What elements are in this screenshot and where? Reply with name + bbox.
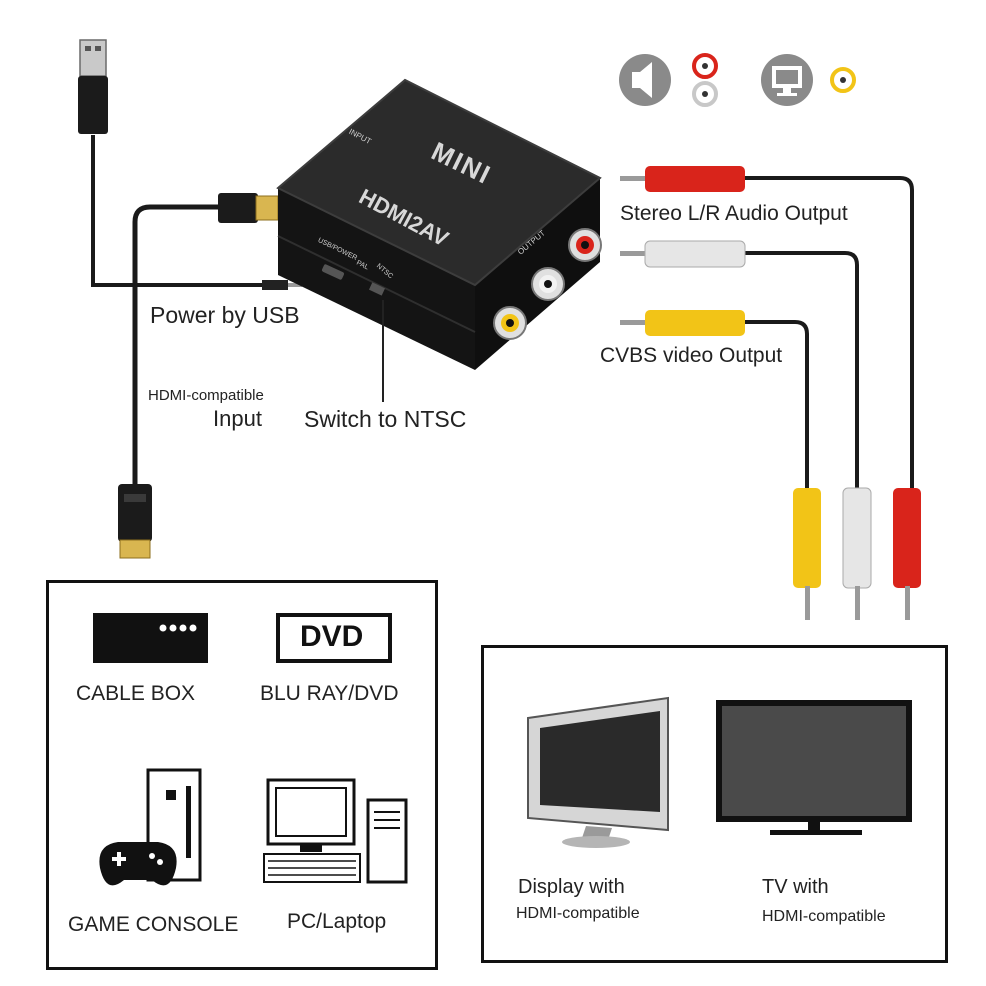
usb-plug-icon	[78, 39, 108, 134]
hdmi-plug-icon	[218, 193, 279, 223]
tv-label-line2: HDMI-compatible	[762, 908, 886, 925]
game-console-icon	[99, 768, 202, 886]
audio-jack-white-icon	[692, 81, 718, 107]
tv-label-line1: TV with	[762, 876, 829, 898]
cable-box-icon	[93, 613, 208, 663]
dvd-badge-text: DVD	[300, 620, 364, 653]
rca-plug-white-bottom	[842, 487, 872, 620]
pc-label: PC/Laptop	[287, 910, 387, 933]
hdmi-cable	[132, 204, 228, 488]
cable-box-label: CABLE BOX	[76, 682, 196, 705]
tv-icon	[716, 700, 912, 835]
video-output-callout: CVBS video Output	[600, 344, 783, 367]
rca-plug-yellow-left	[620, 310, 745, 336]
displays-panel	[481, 645, 948, 963]
micro-usb-plug	[262, 280, 288, 290]
sources-panel	[46, 580, 438, 970]
red-rca-cable	[745, 176, 914, 490]
rca-plug-red-bottom	[893, 488, 921, 620]
audio-output-callout: Stereo L/R Audio Output	[620, 202, 848, 225]
hdmi-plug-bottom-icon	[118, 484, 152, 559]
switch-callout: Switch to NTSC	[304, 406, 467, 432]
audio-jack-red-icon	[692, 53, 718, 79]
monitor-icon	[761, 54, 813, 106]
pc-icon	[263, 778, 408, 884]
dvd-icon	[276, 613, 392, 663]
power-callout: Power by USB	[150, 302, 300, 328]
monitor-label-line2: HDMI-compatible	[516, 905, 640, 922]
rca-plug-white-left	[620, 240, 746, 268]
usb-cable	[91, 135, 270, 287]
monitor-label-line1: Display with	[518, 876, 625, 898]
hdmi-input-callout-line2: Input	[213, 406, 262, 431]
yellow-rca-cable	[745, 320, 809, 490]
dvd-label: BLU RAY/DVD	[260, 682, 399, 705]
video-jack-yellow-icon	[830, 67, 856, 93]
rca-plug-yellow-bottom	[793, 488, 821, 620]
rca-plug-red-left	[620, 166, 745, 192]
speaker-icon	[619, 54, 671, 106]
hdmi-input-callout-line1: HDMI-compatible	[148, 387, 264, 404]
computer-monitor-icon	[527, 696, 669, 848]
game-console-label: GAME CONSOLE	[68, 913, 239, 936]
white-rca-cable	[745, 251, 859, 490]
hdmi2av-converter	[276, 78, 602, 370]
